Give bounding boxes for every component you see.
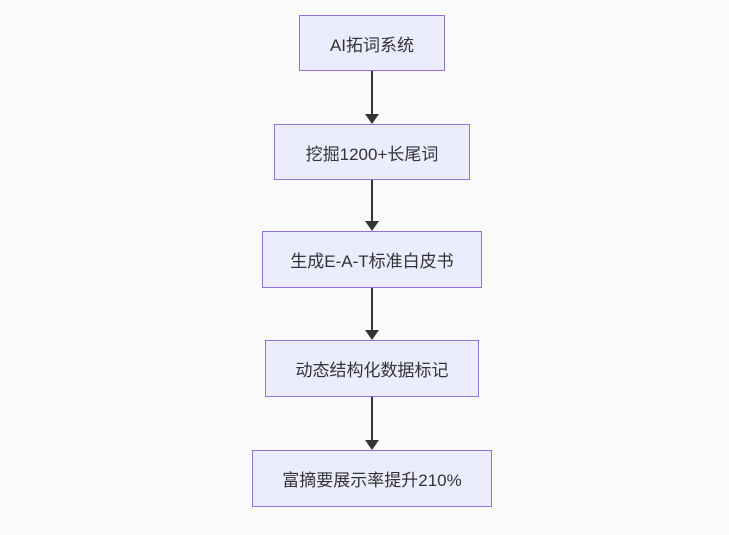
flow-node-rich-snippet-result: 富摘要展示率提升210% [252,450,492,507]
arrow-down-icon [365,114,379,124]
flow-node-label: 生成E-A-T标准白皮书 [290,252,454,271]
flow-node-label: 富摘要展示率提升210% [282,471,462,490]
flow-arrow-line [371,397,373,441]
flow-node-label: AI拓词系统 [329,35,415,55]
arrow-down-icon [365,440,379,450]
flow-node-ai-word-expansion: AI拓词系统 [299,15,445,71]
flow-arrow-line [371,180,373,222]
flow-arrow-line [371,71,373,115]
flow-node-eat-whitepaper: 生成E-A-T标准白皮书 [262,231,482,288]
arrow-down-icon [365,221,379,231]
flow-arrow-line [371,288,373,331]
flow-node-label: 动态结构化数据标记 [295,361,449,380]
flow-node-structured-data-markup: 动态结构化数据标记 [265,340,479,397]
arrow-down-icon [365,330,379,340]
flow-node-label: 挖掘1200+长尾词 [305,144,439,164]
flow-node-longtail-mining: 挖掘1200+长尾词 [274,124,470,180]
